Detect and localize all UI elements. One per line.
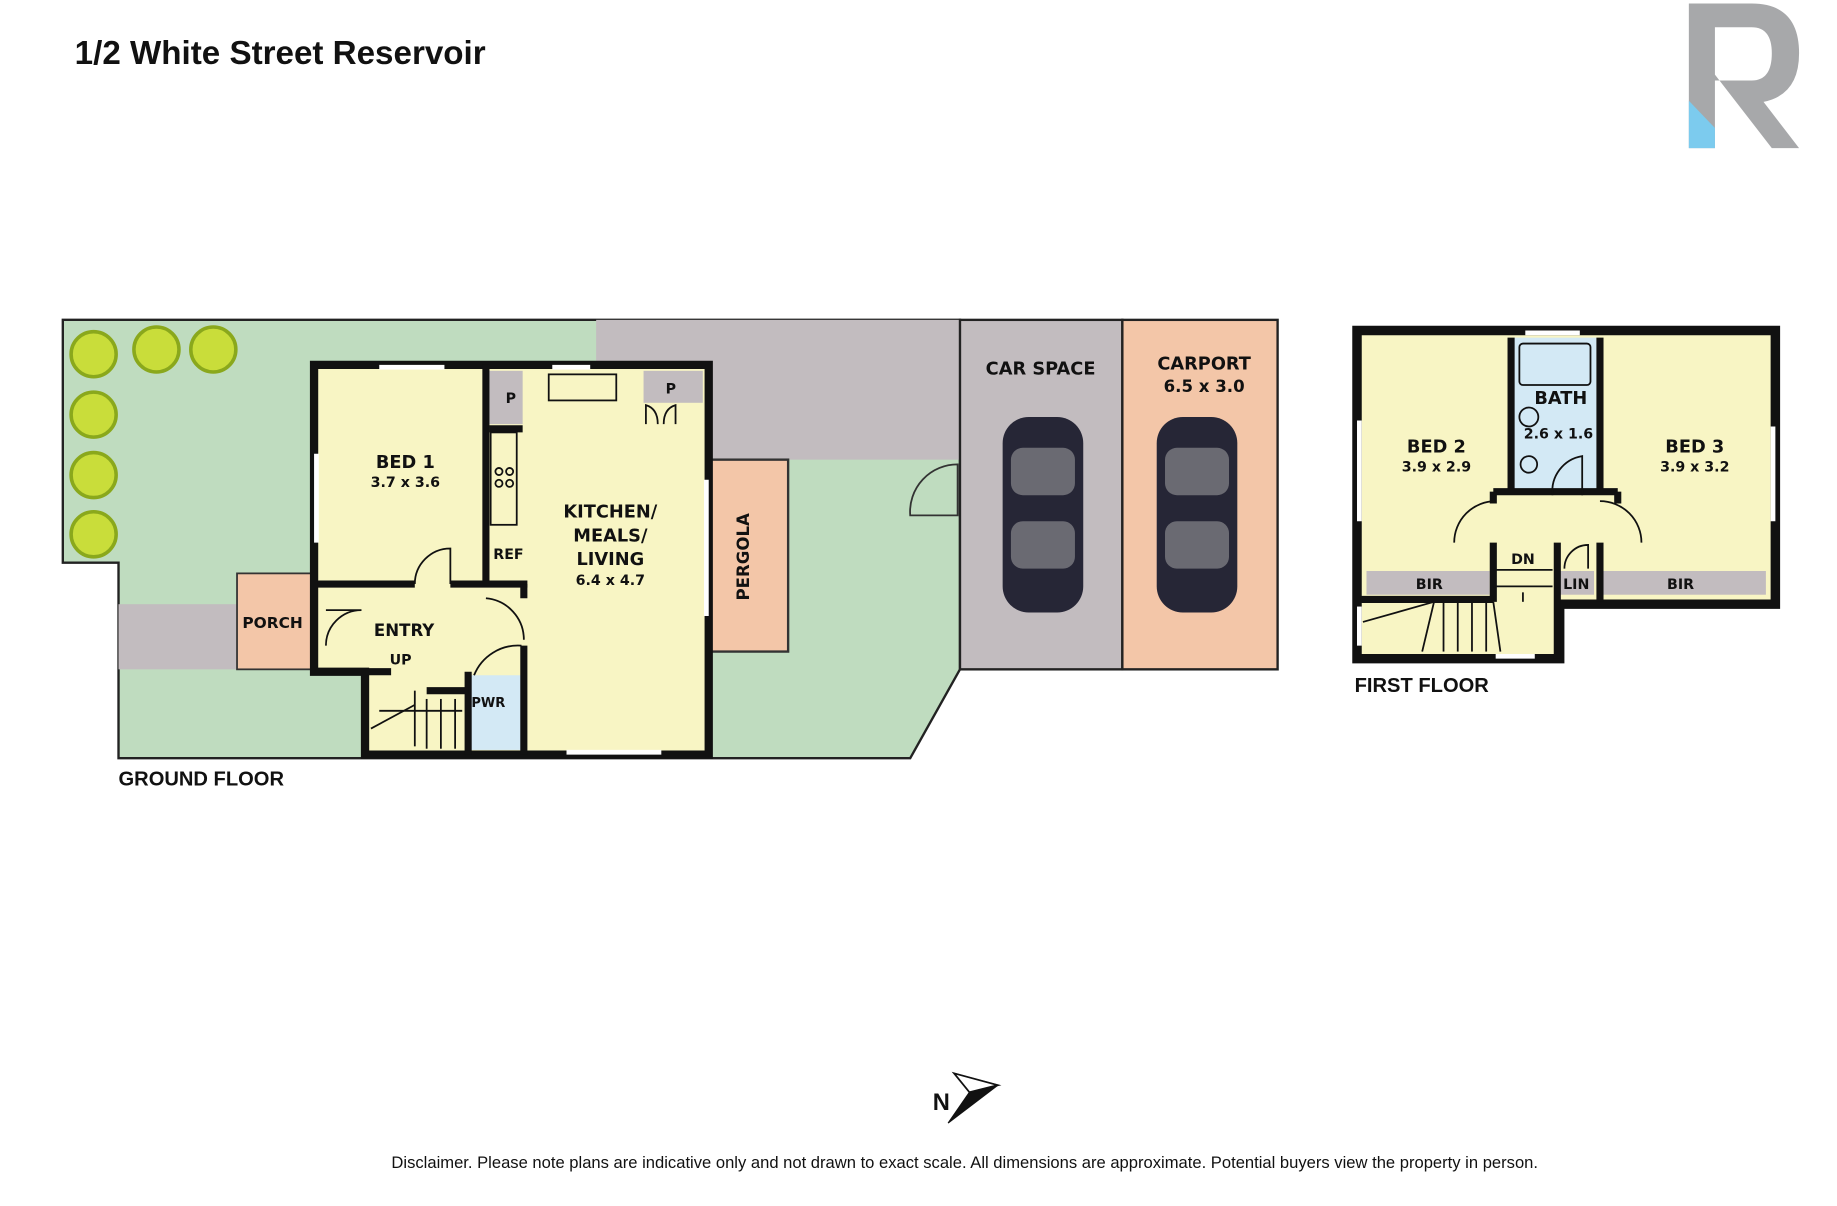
pergola	[707, 458, 790, 653]
windows	[1357, 330, 1776, 659]
bir-label: BIR	[1416, 577, 1443, 593]
pantry	[489, 370, 523, 425]
first-floor: BED 2 3.9 x 2.9 BATH 2.6 x 1.6 BED 3 3.9…	[1352, 325, 1781, 697]
kitchen-dims: 6.4 x 4.7	[576, 573, 645, 589]
porch-label: PORCH	[242, 614, 302, 632]
bir-label: BIR	[1667, 577, 1694, 593]
tree-icon	[69, 450, 118, 500]
dn-label: DN	[1511, 552, 1535, 568]
ground-floor: BED 1 3.7 x 3.6 KITCHEN/ MEALS/ LIVING 6…	[61, 318, 1279, 790]
tree-icon	[69, 390, 118, 439]
interior-walls	[317, 364, 528, 755]
north-compass: N	[933, 1071, 1002, 1124]
tree-icon	[69, 510, 118, 559]
entry-label: ENTRY	[374, 621, 435, 640]
pantry-label: P	[666, 381, 676, 397]
car-icon	[1156, 417, 1238, 613]
car-space-label: CAR SPACE	[986, 359, 1096, 379]
first-floor-label: FIRST FLOOR	[1355, 675, 1490, 697]
interior-walls	[1360, 337, 1622, 659]
ref-label: REF	[493, 547, 523, 563]
disclaimer: Disclaimer. Please note plans are indica…	[391, 1153, 1538, 1172]
pwr-label: PWR	[471, 696, 505, 711]
carport-label: CARPORT	[1157, 355, 1251, 375]
car-icon	[1002, 417, 1084, 613]
porch	[236, 572, 315, 671]
path	[118, 604, 238, 670]
bed2-label: BED 2	[1407, 438, 1466, 458]
pergola-label: PERGOLA	[734, 513, 753, 600]
tree-icon	[132, 325, 181, 374]
bed2-dims: 3.9 x 2.9	[1402, 460, 1471, 476]
kitchen-label-2: MEALS/	[573, 526, 648, 546]
bir	[1366, 571, 1490, 595]
linen	[1559, 571, 1595, 595]
company-logo	[1688, 3, 1800, 149]
windows	[314, 364, 709, 755]
bath-dims: 2.6 x 1.6	[1524, 426, 1594, 442]
bath-label: BATH	[1534, 389, 1587, 409]
bir	[1602, 571, 1766, 595]
doors-stairs	[325, 373, 677, 749]
pantry-label: P	[506, 391, 516, 407]
house-outline	[309, 360, 713, 759]
pantry	[643, 370, 703, 403]
kitchen-label-1: KITCHEN/	[563, 503, 657, 523]
north-label: N	[933, 1090, 950, 1116]
powder-room	[468, 675, 522, 750]
lin-label: LIN	[1563, 577, 1589, 593]
trees	[69, 325, 238, 559]
kitchen-label-3: LIVING	[576, 550, 644, 570]
bathroom	[1513, 337, 1597, 492]
ground-floor-label: GROUND FLOOR	[119, 768, 285, 790]
doors-stairs	[1362, 342, 1643, 652]
bed3-dims: 3.9 x 3.2	[1660, 460, 1729, 476]
gate-door	[909, 463, 959, 517]
bed1-dims: 3.7 x 3.6	[371, 475, 441, 491]
tree-icon	[69, 329, 118, 379]
page-title: 1/2 White Street Reservoir	[75, 35, 486, 72]
up-label: UP	[390, 653, 412, 669]
bed3-label: BED 3	[1665, 438, 1724, 458]
carport-dims: 6.5 x 3.0	[1164, 377, 1245, 396]
bed1-label: BED 1	[376, 453, 435, 473]
tree-icon	[189, 325, 238, 374]
